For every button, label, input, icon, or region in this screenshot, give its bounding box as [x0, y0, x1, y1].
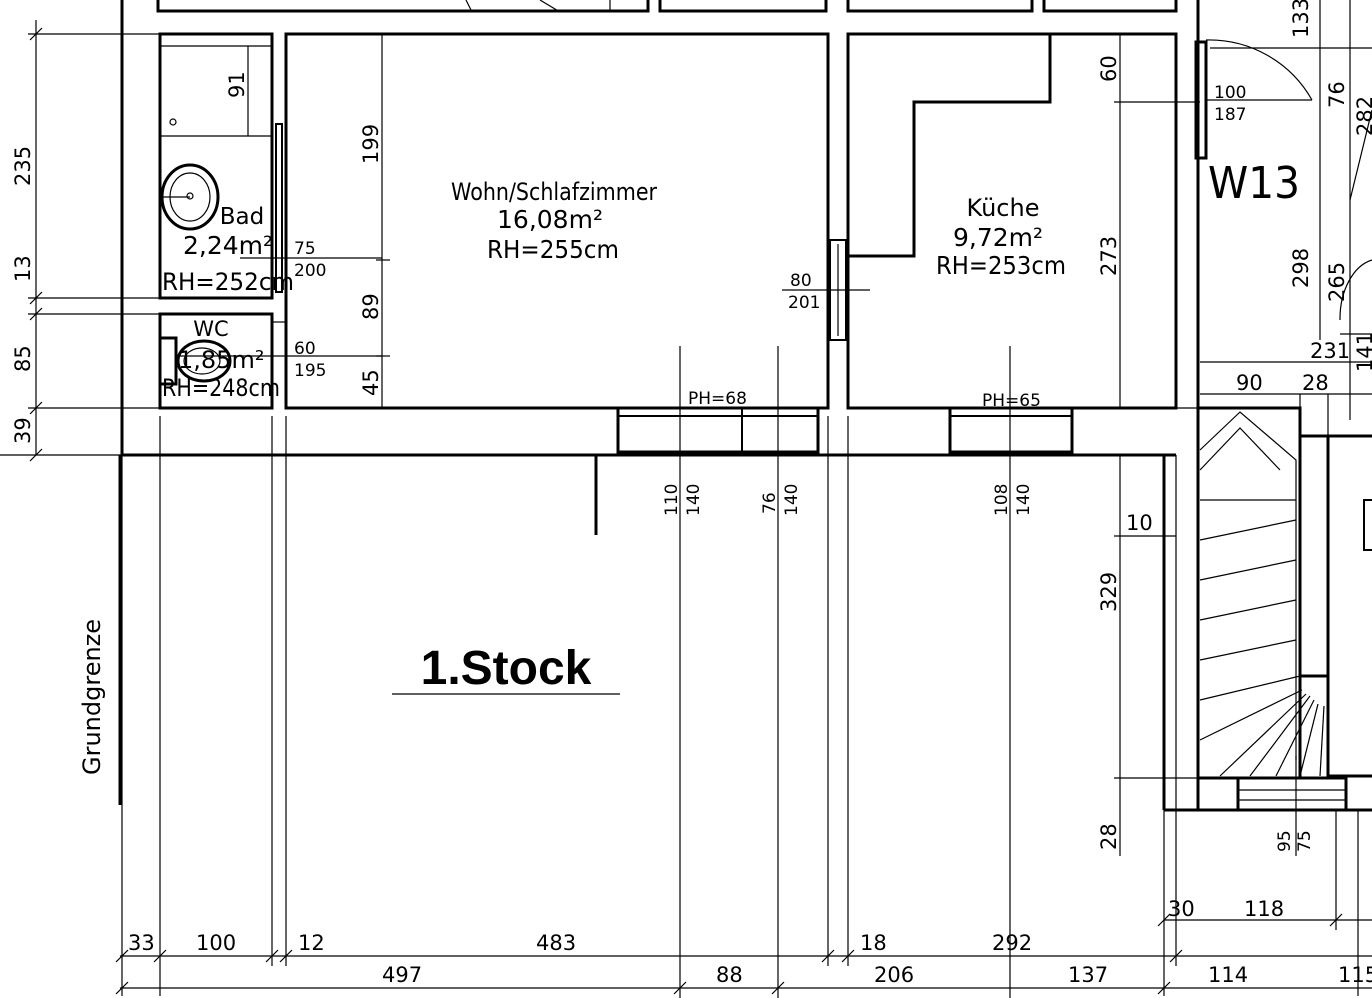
dim-right-28: 28	[1302, 371, 1329, 395]
dim-b1-483: 483	[536, 931, 576, 955]
wohn-area: 16,08m²	[497, 205, 603, 234]
dim-b1-292: 292	[992, 931, 1032, 955]
dim-b2-114: 114	[1208, 963, 1248, 987]
dim-left-39: 39	[11, 417, 35, 444]
wohn-name: Wohn/Schlafzimmer	[451, 178, 657, 206]
dim-right-90: 90	[1236, 371, 1263, 395]
dim-right-298: 298	[1289, 248, 1313, 288]
dim-right-329: 329	[1097, 572, 1121, 612]
dim-right-133: 133	[1289, 0, 1313, 38]
dim-b1-118: 118	[1244, 897, 1284, 921]
dim-wohn-89: 89	[359, 293, 383, 320]
stair-height: 75	[1295, 830, 1315, 852]
wc-height: RH=248cm	[162, 374, 280, 402]
door-wc-width: 60	[294, 339, 316, 359]
window-w13-height: 187	[1214, 105, 1246, 125]
opening-labels: 75 200 60 195 80 201 100 187	[294, 83, 1246, 381]
page-title: 1.Stock	[421, 642, 592, 695]
door-bad-width: 75	[294, 239, 316, 259]
dim-kueche-273: 273	[1097, 236, 1121, 276]
parapet-right: PH=65	[982, 391, 1041, 411]
dim-b1-12: 12	[298, 931, 325, 955]
dim-b2-497: 497	[382, 963, 422, 987]
w1-height: 140	[684, 484, 704, 516]
dim-b2-137: 137	[1068, 963, 1108, 987]
boundary-label: Grundgrenze	[78, 619, 106, 775]
door-wc-height: 195	[294, 361, 326, 381]
dim-right-282: 282	[1353, 96, 1372, 136]
dim-b1-30: 30	[1168, 897, 1195, 921]
dim-left-13: 13	[11, 255, 35, 282]
room-wc	[158, 312, 286, 410]
door-kueche-height: 201	[788, 293, 820, 313]
bad-height: RH=252cm	[162, 268, 294, 296]
dim-right-231: 231	[1310, 339, 1350, 363]
door-kueche-width: 80	[790, 271, 812, 291]
dim-right-141: 141	[1353, 332, 1372, 372]
wohn-height: RH=255cm	[487, 235, 619, 264]
dim-right-28b: 28	[1097, 823, 1121, 850]
window-w13-width: 100	[1214, 83, 1246, 103]
dim-b2-115: 115	[1338, 963, 1372, 987]
stair-sill: 95	[1275, 830, 1295, 852]
room-labels: Wohn/Schlafzimmer 16,08m² RH=255cm Küche…	[78, 158, 1300, 775]
wc-area: 1,85m²	[178, 346, 264, 374]
dim-kueche-60: 60	[1097, 55, 1121, 82]
kueche-name: Küche	[967, 194, 1040, 222]
dim-b2-88: 88	[716, 963, 743, 987]
dim-wohn-199: 199	[359, 124, 383, 164]
dim-wohn-45: 45	[359, 369, 383, 396]
window-w13	[1194, 39, 1313, 160]
dim-b1-100: 100	[196, 931, 236, 955]
kueche-area: 9,72m²	[953, 223, 1043, 252]
kueche-height: RH=253cm	[936, 251, 1066, 280]
staircase	[1196, 109, 1372, 812]
dim-bad-91: 91	[225, 71, 249, 98]
dimension-numbers: 235 13 85 39 91 199 89 45 60 273 133 76 …	[11, 0, 1372, 987]
w1-sill: 110	[662, 484, 682, 516]
window-w13-label: W13	[1208, 158, 1300, 209]
parapet-left: PH=68	[688, 389, 747, 409]
dim-left-235: 235	[11, 146, 35, 186]
w2-height: 140	[782, 484, 802, 516]
bad-area: 2,24m²	[183, 231, 273, 260]
dim-right-265: 265	[1325, 262, 1349, 302]
door-bad-height: 200	[294, 261, 326, 281]
dim-right-10: 10	[1126, 511, 1153, 535]
wc-name: WC	[193, 317, 228, 341]
w3-height: 140	[1014, 484, 1034, 516]
room-bad	[158, 32, 283, 300]
window-dim-labels: 110 140 76 140 108 140 95 75	[662, 484, 1315, 852]
w3-sill: 108	[992, 484, 1012, 516]
dim-b1-33: 33	[128, 931, 155, 955]
top-partial-walls	[156, 0, 1178, 13]
dim-left-85: 85	[11, 345, 35, 372]
dim-right-76: 76	[1325, 81, 1349, 108]
dim-b2-206: 206	[874, 963, 914, 987]
bad-name: Bad	[220, 204, 264, 230]
w2-sill: 76	[760, 492, 780, 514]
windows-south	[594, 406, 1074, 535]
dim-b1-18: 18	[860, 931, 887, 955]
